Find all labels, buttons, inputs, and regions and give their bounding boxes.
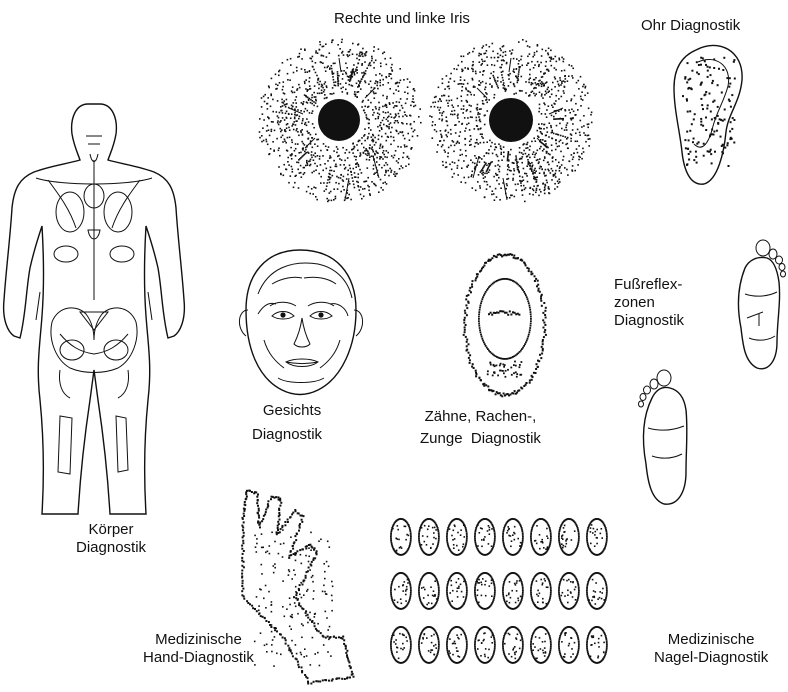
- mouth-label-line2: Zunge Diagnostik: [420, 430, 541, 448]
- nail-shapes: [390, 518, 608, 664]
- face-drawing: [238, 244, 368, 400]
- nose: [294, 318, 310, 347]
- left-iris-drawing: [425, 28, 595, 218]
- face-zones: [258, 277, 348, 316]
- foot-toes: [639, 370, 672, 407]
- pupil: [318, 99, 360, 141]
- mouth-dotted-outline: [463, 253, 547, 397]
- body-label-line1: Körper: [76, 521, 146, 539]
- face-label-line2: Diagnostik: [252, 426, 322, 444]
- foot-toes: [756, 240, 786, 277]
- pupil: [489, 98, 533, 142]
- foot-sole-outline: [644, 387, 687, 504]
- nails-drawing: [386, 512, 612, 678]
- ear-label: Ohr Diagnostik: [641, 17, 740, 35]
- foot-right-drawing: [733, 238, 785, 374]
- right-iris-drawing: [255, 28, 425, 218]
- body-label: Körper Diagnostik: [76, 521, 146, 557]
- body-label-line2: Diagnostik: [76, 539, 146, 557]
- face-label: Gesichts Diagnostik: [252, 402, 322, 444]
- mouth-label-line1: Zähne, Rachen-,: [420, 408, 541, 426]
- foot-zone-lines: [745, 292, 777, 340]
- eyes: [270, 302, 334, 319]
- foot-left-drawing: [634, 368, 694, 508]
- hand-drawing: [212, 486, 372, 690]
- foot-label-line3: Diagnostik: [614, 312, 684, 330]
- mouth-label: Zähne, Rachen-, Zunge Diagnostik: [420, 408, 541, 448]
- mouth-drawing: [456, 248, 552, 398]
- face-cheek-zones: [264, 340, 340, 383]
- mouth: [286, 359, 318, 367]
- nail-label-line2: Nagel-Diagnostik: [654, 649, 768, 667]
- ear-drawing: [668, 40, 748, 190]
- foot-label: Fußreflex- zonen Diagnostik: [614, 276, 684, 330]
- iris-label: Rechte und linke Iris: [334, 10, 470, 28]
- body-drawing: [0, 100, 200, 520]
- nail-label-line1: Medizinische: [654, 631, 768, 649]
- foot-label-line2: zonen: [614, 294, 684, 312]
- foot-label-line1: Fußreflex-: [614, 276, 684, 294]
- hand-dotted-outline: [241, 490, 354, 685]
- pelvis: [51, 308, 137, 398]
- face-label-line1: Gesichts: [262, 402, 322, 420]
- hairline: [258, 263, 352, 298]
- nail-label: Medizinische Nagel-Diagnostik: [654, 631, 768, 667]
- foot-zone-lines: [648, 426, 684, 458]
